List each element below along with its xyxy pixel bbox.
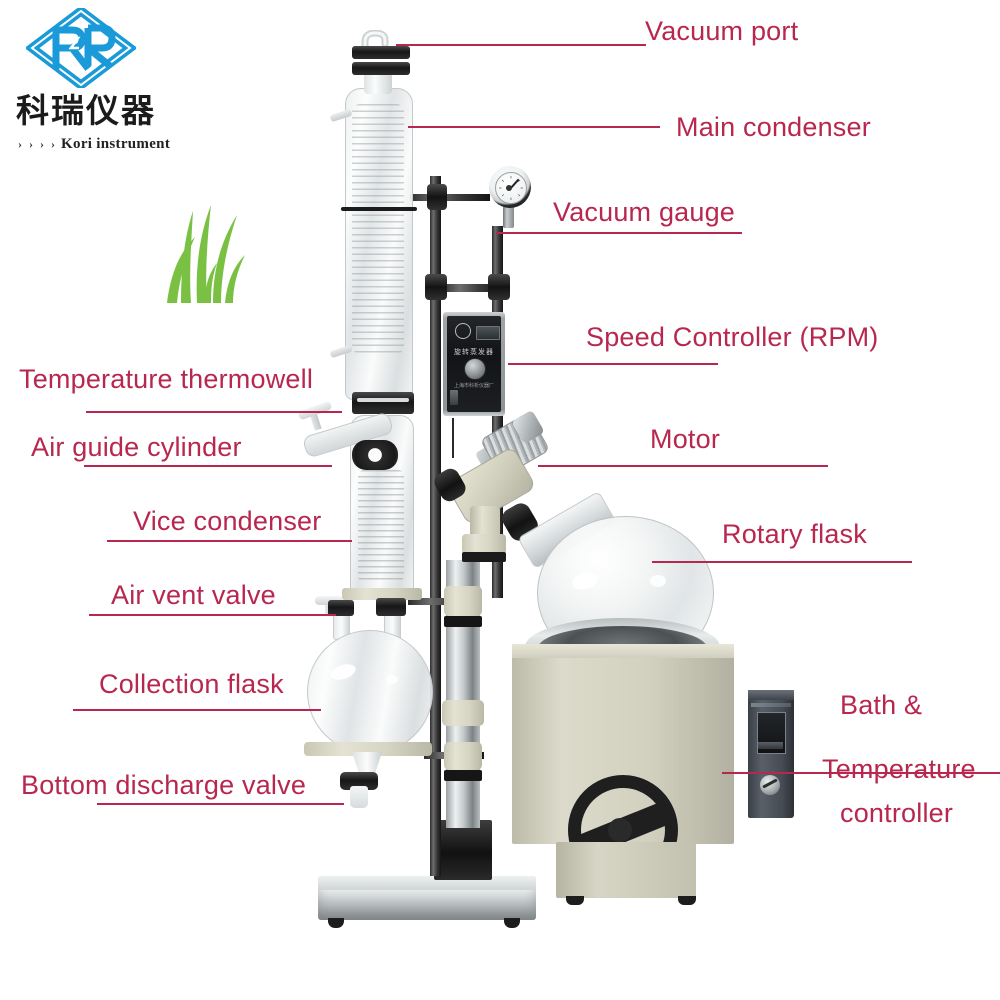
bath-handwheel-hub [608, 818, 632, 842]
power-switch[interactable] [450, 390, 458, 405]
clamp-crossbar-top [410, 194, 490, 201]
collection-flask [307, 630, 433, 754]
drive-head-collar [462, 534, 506, 554]
kori-diamond-logo-icon [24, 5, 138, 91]
label-bath-line1: Bath & [840, 690, 923, 720]
bath-foot-left [566, 896, 584, 905]
stand-base-plate-top [318, 876, 536, 890]
vice-condenser-coil [358, 470, 404, 582]
brand-name-en-text: Kori instrument [61, 136, 171, 152]
leader-line-motor [538, 465, 828, 467]
label-temperature-thermowell: Temperature thermowell [19, 364, 314, 394]
temperature-controller-nameplate [751, 703, 791, 707]
temperature-controller-top [748, 690, 794, 700]
bottom-discharge-valve-tip [350, 786, 368, 808]
label-speed-controller: Speed Controller (RPM) [586, 322, 879, 352]
brand-name-en: › › › › Kori instrument [18, 136, 198, 153]
rod-clamp-mid-left [425, 274, 447, 300]
label-bath-line2: Temperature [822, 754, 976, 784]
leader-line-air-guide-cylinder [84, 465, 332, 467]
label-collection-flask: Collection flask [99, 669, 284, 699]
controller-brand-icon [455, 323, 471, 339]
drive-head-collar-band [462, 552, 506, 562]
base-foot-left [328, 918, 344, 928]
main-condenser-coil [352, 104, 404, 354]
lift-clamp-upper [444, 586, 482, 616]
label-main-condenser: Main condenser [676, 112, 871, 142]
leader-line-temperature-thermowell [86, 411, 342, 413]
stand-pillar-block [434, 820, 492, 880]
thermowell-clamp [352, 392, 414, 414]
leader-line-vice-condenser [107, 540, 352, 542]
label-bath-line3: controller [840, 798, 954, 828]
grass-leaves-icon [155, 185, 275, 305]
label-bottom-discharge-valve: Bottom discharge valve [21, 770, 307, 800]
water-bath-plinth [556, 842, 696, 898]
vacuum-port-hook [357, 29, 399, 60]
temperature-display-footer [758, 742, 783, 749]
collection-flask-support-ring [304, 742, 432, 756]
base-foot-right [504, 918, 520, 928]
leader-line-vacuum-port [396, 44, 646, 46]
brand-name-cn: 科瑞仪器 [16, 91, 156, 130]
vacuum-port-clamp-lower [352, 62, 410, 75]
temperature-controller-housing [748, 690, 794, 818]
rpm-display [476, 326, 500, 340]
leader-line-speed-controller [508, 363, 718, 365]
rpm-knob[interactable] [464, 358, 486, 380]
chevron-right-icon: › › › › [18, 137, 57, 151]
rod-clamp-mid-right [488, 274, 510, 300]
leader-line-air-vent-valve [89, 614, 336, 616]
controller-maker-label: 上海市科析仪器厂 [453, 383, 494, 389]
label-vacuum-port: Vacuum port [645, 16, 799, 46]
label-vice-condenser: Vice condenser [133, 506, 322, 536]
lift-clamp-lower-band [444, 770, 482, 781]
rod-clamp-top [427, 184, 447, 210]
leader-line-main-condenser [408, 126, 660, 128]
label-vacuum-gauge: Vacuum gauge [553, 197, 736, 227]
brand-logo: 科瑞仪器 › › › › Kori instrument [8, 5, 198, 158]
vacuum-gauge-hub [506, 185, 512, 191]
lift-clamp-mid [442, 700, 484, 726]
leader-line-collection-flask [73, 709, 321, 711]
water-bath-top-edge [512, 644, 734, 658]
main-condenser-body [345, 88, 413, 400]
vacuum-gauge-stem [503, 206, 514, 228]
controller-model-label: 旋转蒸发器 [454, 348, 494, 356]
main-condenser-neck [364, 72, 392, 94]
label-motor: Motor [650, 424, 721, 454]
clamp-crossbar-mid [441, 284, 503, 292]
stand-rod-left [430, 176, 441, 876]
label-air-vent-valve: Air vent valve [111, 580, 276, 610]
collection-flask-clamp-right [376, 598, 406, 616]
bath-foot-right [678, 896, 696, 905]
lift-clamp-upper-band [444, 616, 482, 627]
leader-line-bottom-discharge-valve [97, 803, 344, 805]
air-guide-joint-clamp [352, 440, 398, 470]
lift-clamp-lower [444, 742, 482, 770]
vice-condenser-base-ring [342, 588, 422, 600]
leader-line-vacuum-gauge [496, 232, 742, 234]
main-condenser-support-band [341, 207, 417, 211]
bottom-discharge-valve-body [340, 772, 378, 790]
leader-line-rotary-flask [652, 561, 912, 563]
vacuum-port-clamp-upper [352, 46, 410, 59]
label-air-guide-cylinder: Air guide cylinder [31, 432, 242, 462]
leader-line-bath-temperature-controller [722, 772, 1000, 774]
thermowell-insert [357, 398, 409, 402]
label-rotary-flask: Rotary flask [722, 519, 867, 549]
collection-flask-clamp-left [328, 600, 354, 616]
power-cable [452, 418, 454, 458]
